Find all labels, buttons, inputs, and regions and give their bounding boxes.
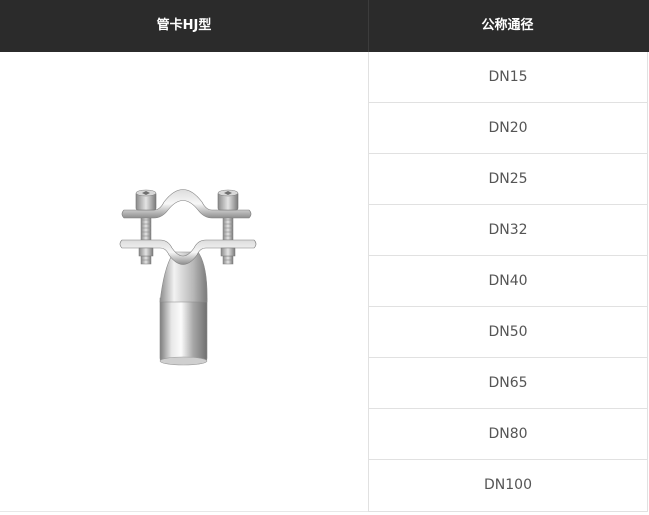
table-header: 管卡HJ型 公称通径	[0, 0, 649, 52]
size-row-dn40: DN40	[369, 256, 647, 307]
table-bottom-border	[0, 511, 368, 512]
nominal-diameter-list: DN15 DN20 DN25 DN32 DN40 DN50 DN65 DN80 …	[368, 52, 648, 512]
size-row-dn65: DN65	[369, 358, 647, 409]
header-product: 管卡HJ型	[156, 18, 212, 33]
pipe-clamp-image	[119, 189, 257, 366]
size-row-dn80: DN80	[369, 409, 647, 460]
size-row-dn15: DN15	[369, 52, 647, 103]
size-row-dn25: DN25	[369, 154, 647, 205]
size-row-dn50: DN50	[369, 307, 647, 358]
size-row-dn20: DN20	[369, 103, 647, 154]
header-divider	[368, 0, 369, 52]
bolt-heads	[135, 189, 239, 211]
upper-clamp-band	[121, 189, 252, 219]
bolt-nuts	[138, 247, 236, 257]
clamp-shaft	[159, 297, 208, 366]
product-image-cell	[0, 52, 368, 512]
lower-clamp-plate	[119, 239, 257, 265]
size-row-dn100: DN100	[484, 477, 532, 493]
size-row-dn32: DN32	[369, 205, 647, 256]
header-nominal-diameter: 公称通径	[481, 18, 534, 33]
